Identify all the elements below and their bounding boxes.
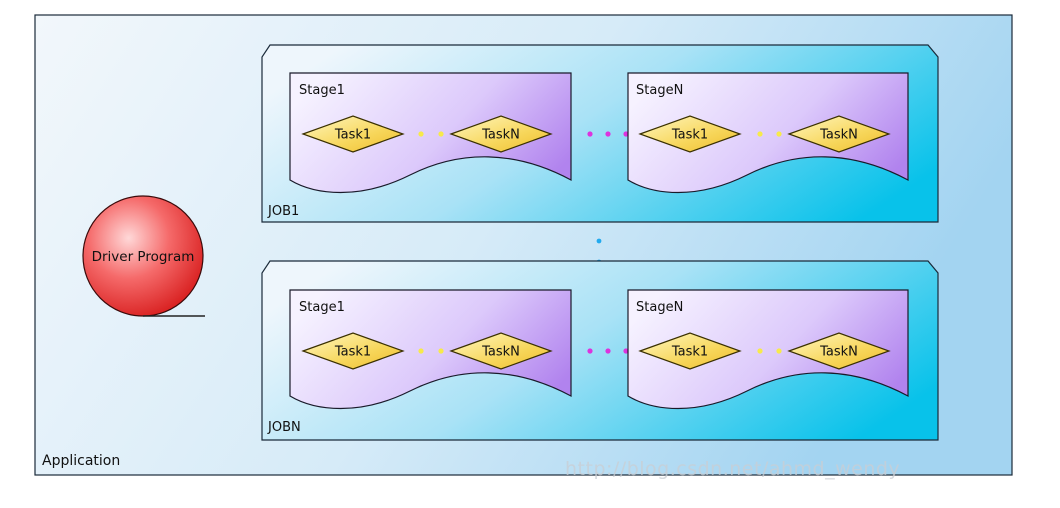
stage-ellipsis-dot [605, 131, 611, 137]
task-label: TaskN [819, 128, 858, 143]
task: Task1 [638, 332, 742, 370]
task-ellipsis-dot [418, 348, 424, 354]
task: TaskN [787, 115, 891, 153]
task-label: Task1 [334, 128, 371, 143]
task: TaskN [449, 332, 553, 370]
driver-program: Driver Program [82, 195, 205, 317]
stage-ellipsis-dot [623, 131, 629, 137]
task: Task1 [638, 115, 742, 153]
driver-label: Driver Program [92, 249, 195, 265]
stage-ellipsis-dot [605, 348, 611, 354]
task-ellipsis-dot [757, 131, 763, 137]
task: Task1 [301, 115, 405, 153]
task: Task1 [301, 332, 405, 370]
task-ellipsis-dot [776, 131, 782, 137]
task-ellipsis-dot [438, 131, 444, 137]
stage: Stage1 Task1 TaskN [289, 72, 572, 194]
stage-ellipsis-dot [587, 131, 593, 137]
task-ellipsis-dot [776, 348, 782, 354]
job-ellipsis-dot [596, 238, 602, 244]
task-label: TaskN [481, 345, 520, 360]
stage-label: StageN [636, 83, 683, 98]
watermark-text: http://blog.csdn.net/ahmd_wendy [565, 458, 900, 480]
task-diamond [787, 332, 891, 370]
task-diamond [638, 332, 742, 370]
task-ellipsis-dot [757, 348, 763, 354]
job-container: JOBN Stage1 Task1 TaskN StageN [261, 260, 939, 441]
application-label: Application [42, 453, 120, 469]
stage: StageN Task1 TaskN [627, 72, 909, 194]
job-label: JOB1 [267, 204, 299, 219]
task: TaskN [449, 115, 553, 153]
task-label: Task1 [671, 128, 708, 143]
task-ellipsis-dot [438, 348, 444, 354]
task: TaskN [787, 332, 891, 370]
stage-label: StageN [636, 300, 683, 315]
task-diamond [787, 115, 891, 153]
stage: Stage1 Task1 TaskN [289, 289, 572, 410]
job-label: JOBN [267, 420, 301, 435]
stage-frame [289, 289, 572, 410]
stage-frame [627, 72, 909, 194]
task-label: Task1 [671, 345, 708, 360]
task-label: TaskN [819, 345, 858, 360]
task-diamond [449, 115, 553, 153]
task-ellipsis-dot [418, 131, 424, 137]
stage: StageN Task1 TaskN [627, 289, 909, 410]
stage-ellipsis-dot [623, 348, 629, 354]
stage-label: Stage1 [299, 300, 345, 315]
task-label: Task1 [334, 345, 371, 360]
stage-frame [289, 72, 572, 194]
stage-label: Stage1 [299, 83, 345, 98]
task-label: TaskN [481, 128, 520, 143]
stage-frame [627, 289, 909, 410]
task-diamond [638, 115, 742, 153]
task-diamond [449, 332, 553, 370]
task-diamond [301, 332, 405, 370]
stage-ellipsis-dot [587, 348, 593, 354]
job-container: JOB1 Stage1 Task1 TaskN StageN [261, 44, 939, 223]
task-diamond [301, 115, 405, 153]
